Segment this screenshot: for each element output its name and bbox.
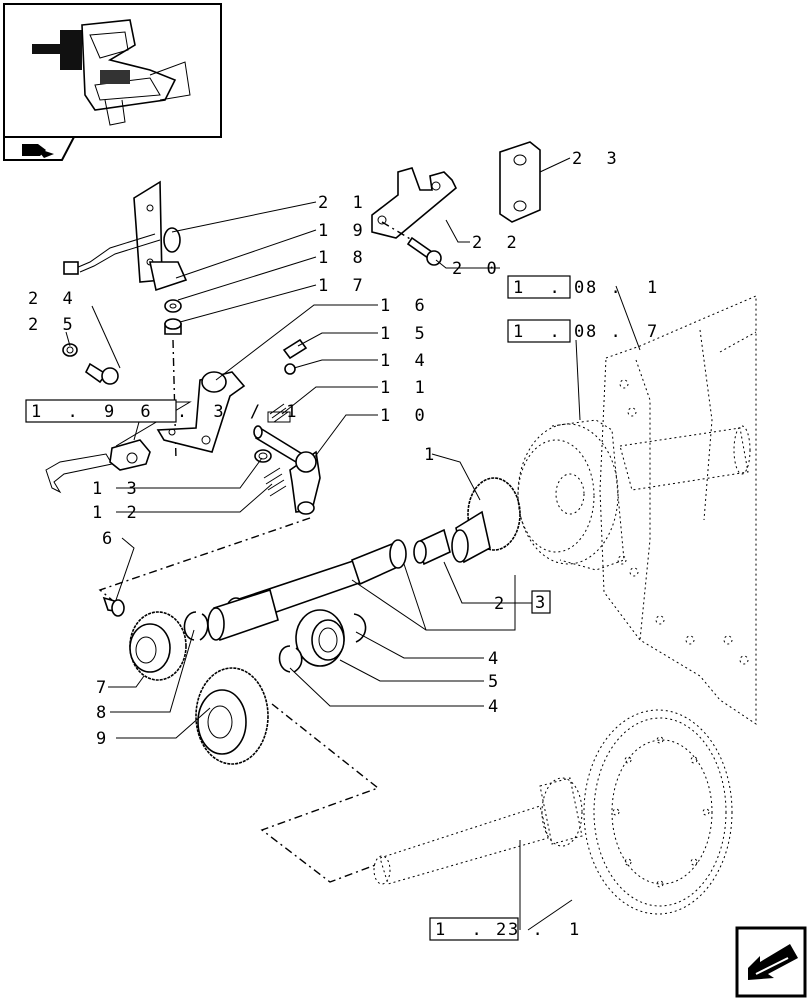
part-nut-17	[164, 318, 182, 335]
callout-7[interactable]: 7	[96, 678, 113, 698]
part-nut-25	[62, 343, 78, 357]
ref-box-text: 1 . 8	[513, 322, 604, 342]
part-screw-20	[406, 236, 442, 266]
callout-22[interactable]: 2 2	[472, 233, 524, 253]
part-bolt-24	[84, 362, 119, 385]
callout-1[interactable]: 1	[424, 445, 441, 465]
part-pinion-shaft	[373, 777, 583, 885]
callout-8[interactable]: 8	[96, 703, 113, 723]
center-line-4	[260, 703, 380, 883]
callout-9[interactable]: 9	[96, 729, 113, 749]
ref-1-80-7[interactable]: 1 . 8 0 . 7	[507, 319, 665, 343]
part-gear-9	[195, 667, 269, 765]
callout-17[interactable]: 1 7	[318, 276, 370, 296]
callout-6[interactable]: 6	[102, 529, 119, 549]
callout-16[interactable]: 1 6	[380, 296, 432, 316]
ref-tail-text: 2 . 1	[496, 920, 587, 940]
part-pin-6	[102, 596, 125, 617]
part-planetary-ring	[517, 419, 751, 571]
part-gear-7	[129, 611, 187, 681]
callout-4-b[interactable]: 4	[488, 697, 505, 717]
part-sensor	[45, 439, 151, 494]
callout-20[interactable]: 2 0	[452, 259, 504, 279]
part-spring-12	[263, 467, 287, 497]
center-line-3	[98, 517, 311, 601]
callout-24[interactable]: 2 4	[28, 289, 80, 309]
part-ring-13	[254, 449, 272, 463]
part-housing	[599, 295, 757, 725]
part-circlip-4-a	[353, 613, 367, 643]
part-main-shaft	[207, 539, 407, 642]
center-line-2	[381, 221, 413, 241]
ref-1-96-3-1[interactable]: 1 . 9 6 . 3 / 1	[25, 399, 305, 423]
ref-box-text: 1 . 3	[435, 920, 526, 940]
callout-12[interactable]: 1 2	[92, 503, 144, 523]
part-ball-14	[284, 363, 296, 375]
part-bracket-22	[371, 167, 457, 239]
part-lever-16	[156, 371, 246, 453]
callout-23[interactable]: 2 3	[572, 149, 624, 169]
callout-2[interactable]: 2	[494, 594, 511, 614]
ref-box-text: 1 . 8	[513, 278, 604, 298]
arrow-group-icon[interactable]	[3, 136, 76, 161]
ref-tail-text: 0 . 1	[574, 278, 665, 298]
callout-5[interactable]: 5	[488, 672, 505, 692]
previous-page-arrow-icon[interactable]	[735, 926, 807, 998]
callout-13[interactable]: 1 3	[92, 479, 144, 499]
callout-14[interactable]: 1 4	[380, 351, 432, 371]
callout-4-a[interactable]: 4	[488, 649, 505, 669]
callout-21[interactable]: 2 1	[318, 193, 370, 213]
part-plate-23	[499, 141, 541, 223]
callout-11[interactable]: 1 1	[380, 378, 432, 398]
part-bearing-5	[295, 609, 345, 667]
ref-box-text: 1 . 9 6 . 3 / 1	[31, 402, 305, 422]
callout-15[interactable]: 1 5	[380, 324, 432, 344]
callout-18[interactable]: 1 8	[318, 248, 370, 268]
part-washer-18	[164, 299, 182, 313]
ref-3[interactable]: 3	[531, 590, 553, 614]
part-harness-bracket	[63, 180, 188, 292]
ref-box-text: 3	[535, 593, 553, 613]
ref-1-32-1[interactable]: 1 . 3 2 . 1	[429, 917, 587, 941]
part-crown-wheel	[583, 709, 733, 915]
part-gear-1	[451, 477, 521, 564]
callout-19[interactable]: 1 9	[318, 221, 370, 241]
ref-1-80-1[interactable]: 1 . 8 0 . 1	[507, 275, 665, 299]
part-circlip-8	[183, 611, 209, 641]
part-circlip-4-b	[278, 645, 303, 673]
part-sleeve-2	[413, 528, 451, 566]
callout-25[interactable]: 2 5	[28, 315, 80, 335]
part-spring-11	[267, 403, 291, 423]
callout-10[interactable]: 1 0	[380, 406, 432, 426]
thumbnail-panel[interactable]	[3, 3, 222, 138]
ref-tail-text: 0 . 7	[574, 322, 665, 342]
part-shift-lever-10	[253, 425, 321, 515]
part-pin-15	[282, 338, 308, 360]
